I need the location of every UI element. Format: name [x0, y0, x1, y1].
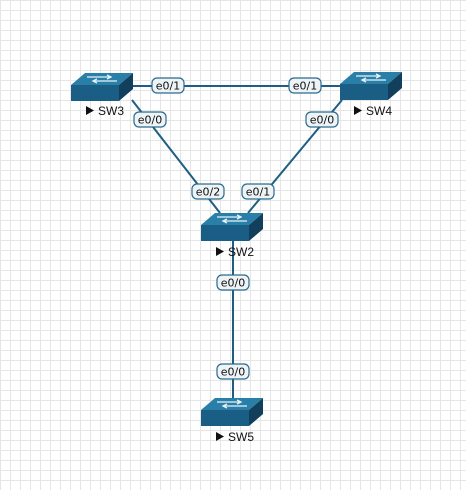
play-icon	[216, 432, 224, 441]
switch-front-face	[71, 85, 119, 101]
iface-label-sw4-e0-1[interactable]: e0/1	[288, 77, 322, 94]
switch-side-face	[119, 73, 133, 101]
node-name: SW4	[366, 104, 392, 118]
iface-label-text: e0/1	[156, 80, 180, 93]
switch-top-face	[201, 213, 263, 225]
node-label-sw4[interactable]: SW4	[354, 104, 392, 118]
switch-sw2[interactable]	[201, 213, 263, 241]
switch-sw5[interactable]	[201, 398, 263, 426]
switch-side-face	[249, 213, 263, 241]
switch-top-face	[201, 398, 263, 410]
iface-label-text: e0/0	[310, 114, 334, 127]
node-name: SW2	[228, 245, 254, 259]
node-label-sw3[interactable]: SW3	[86, 104, 124, 118]
iface-label-text: e0/2	[196, 186, 220, 199]
switch-front-face	[201, 225, 249, 241]
node-name: SW3	[98, 104, 124, 118]
switch-top-face	[71, 73, 133, 85]
iface-label-sw5-e0-0[interactable]: e0/0	[216, 363, 250, 380]
switch-arrows-icon	[217, 214, 247, 224]
interface-labels: e0/1 e0/1 e0/0 e0/2 e0/0 e0/1 e0/0 e0/0	[133, 77, 339, 380]
iface-label-sw2-e0-1[interactable]: e0/1	[241, 183, 275, 200]
node-label-sw2[interactable]: SW2	[216, 245, 254, 259]
switch-front-face	[201, 410, 249, 426]
switch-arrows-icon	[87, 74, 117, 84]
iface-label-text: e0/0	[138, 114, 162, 127]
iface-label-text: e0/1	[246, 186, 270, 199]
node-name: SW5	[228, 430, 254, 444]
play-icon	[354, 106, 362, 115]
iface-label-text: e0/0	[221, 366, 245, 379]
switch-sw3[interactable]	[71, 73, 133, 101]
node-labels: SW3 SW4 SW2 SW5	[86, 104, 392, 444]
iface-label-sw2-e0-0[interactable]: e0/0	[216, 274, 250, 291]
node-label-sw5[interactable]: SW5	[216, 430, 254, 444]
play-icon	[86, 106, 94, 115]
iface-label-text: e0/1	[293, 80, 317, 93]
switch-front-face	[340, 84, 388, 100]
iface-label-sw3-e0-1[interactable]: e0/1	[151, 77, 185, 94]
iface-label-sw2-e0-2[interactable]: e0/2	[191, 183, 225, 200]
iface-label-sw3-e0-0[interactable]: e0/0	[133, 111, 167, 128]
switch-side-face	[388, 72, 402, 100]
iface-label-text: e0/0	[221, 277, 245, 290]
play-icon	[216, 247, 224, 256]
switch-top-face	[340, 72, 402, 84]
links	[120, 85, 345, 398]
switch-sw4[interactable]	[340, 72, 402, 100]
iface-label-sw4-e0-0[interactable]: e0/0	[305, 111, 339, 128]
switch-side-face	[249, 398, 263, 426]
switch-arrows-icon	[356, 73, 386, 83]
switch-arrows-icon	[217, 399, 247, 409]
